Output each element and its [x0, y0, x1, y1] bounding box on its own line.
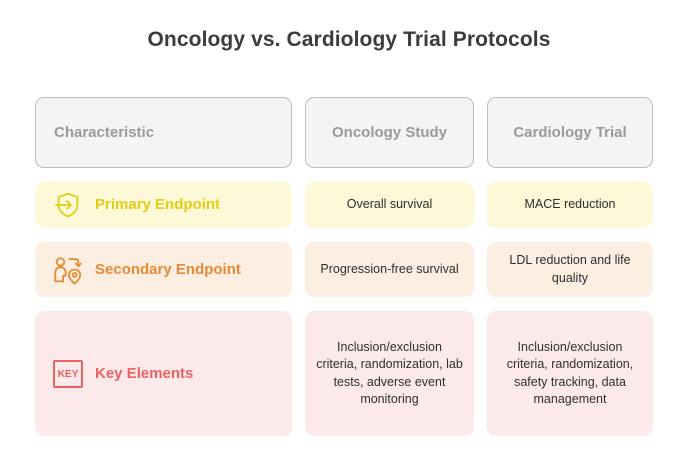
table-row: Primary Endpoint Overall survival MACE r… — [35, 182, 653, 228]
person-to-location-pin-icon — [52, 254, 84, 286]
cell-cardiology-key-elements: Inclusion/exclusion criteria, randomizat… — [487, 311, 653, 436]
cell-oncology-secondary-endpoint: Progression-free survival — [305, 242, 474, 297]
key-box-icon: KEY — [52, 358, 84, 390]
cell-oncology-primary-endpoint: Overall survival — [305, 182, 474, 228]
header-cardiology-trial-label: Cardiology Trial — [513, 123, 627, 141]
row-label-primary-endpoint: Primary Endpoint — [35, 182, 292, 228]
row-label-text: Primary Endpoint — [95, 196, 221, 213]
cell-cardiology-secondary-endpoint: LDL reduction and life quality — [487, 242, 653, 297]
header-oncology-study-label: Oncology Study — [331, 123, 447, 141]
row-label-secondary-endpoint: Secondary Endpoint — [35, 242, 292, 297]
cell-cardiology-primary-endpoint: MACE reduction — [487, 182, 653, 228]
key-box-icon-text: KEY — [53, 359, 83, 388]
table-row: Secondary Endpoint Progression-free surv… — [35, 242, 653, 297]
comparison-table: Characteristic Oncology Study Cardiology… — [35, 97, 653, 450]
table-header-row: Characteristic Oncology Study Cardiology… — [35, 97, 653, 168]
header-characteristic-label: Characteristic — [54, 123, 155, 141]
header-characteristic: Characteristic — [35, 97, 292, 168]
header-cardiology-trial: Cardiology Trial — [487, 97, 653, 168]
row-label-key-elements: KEY Key Elements — [35, 311, 292, 436]
page-title: Oncology vs. Cardiology Trial Protocols — [147, 28, 551, 51]
table-row: KEY Key Elements Inclusion/exclusion cri… — [35, 311, 653, 436]
shield-arrow-icon — [52, 189, 84, 221]
cell-oncology-key-elements: Inclusion/exclusion criteria, randomizat… — [305, 311, 474, 436]
row-label-text: Key Elements — [95, 364, 194, 382]
header-oncology-study: Oncology Study — [305, 97, 474, 168]
row-label-text: Secondary Endpoint — [95, 260, 241, 278]
